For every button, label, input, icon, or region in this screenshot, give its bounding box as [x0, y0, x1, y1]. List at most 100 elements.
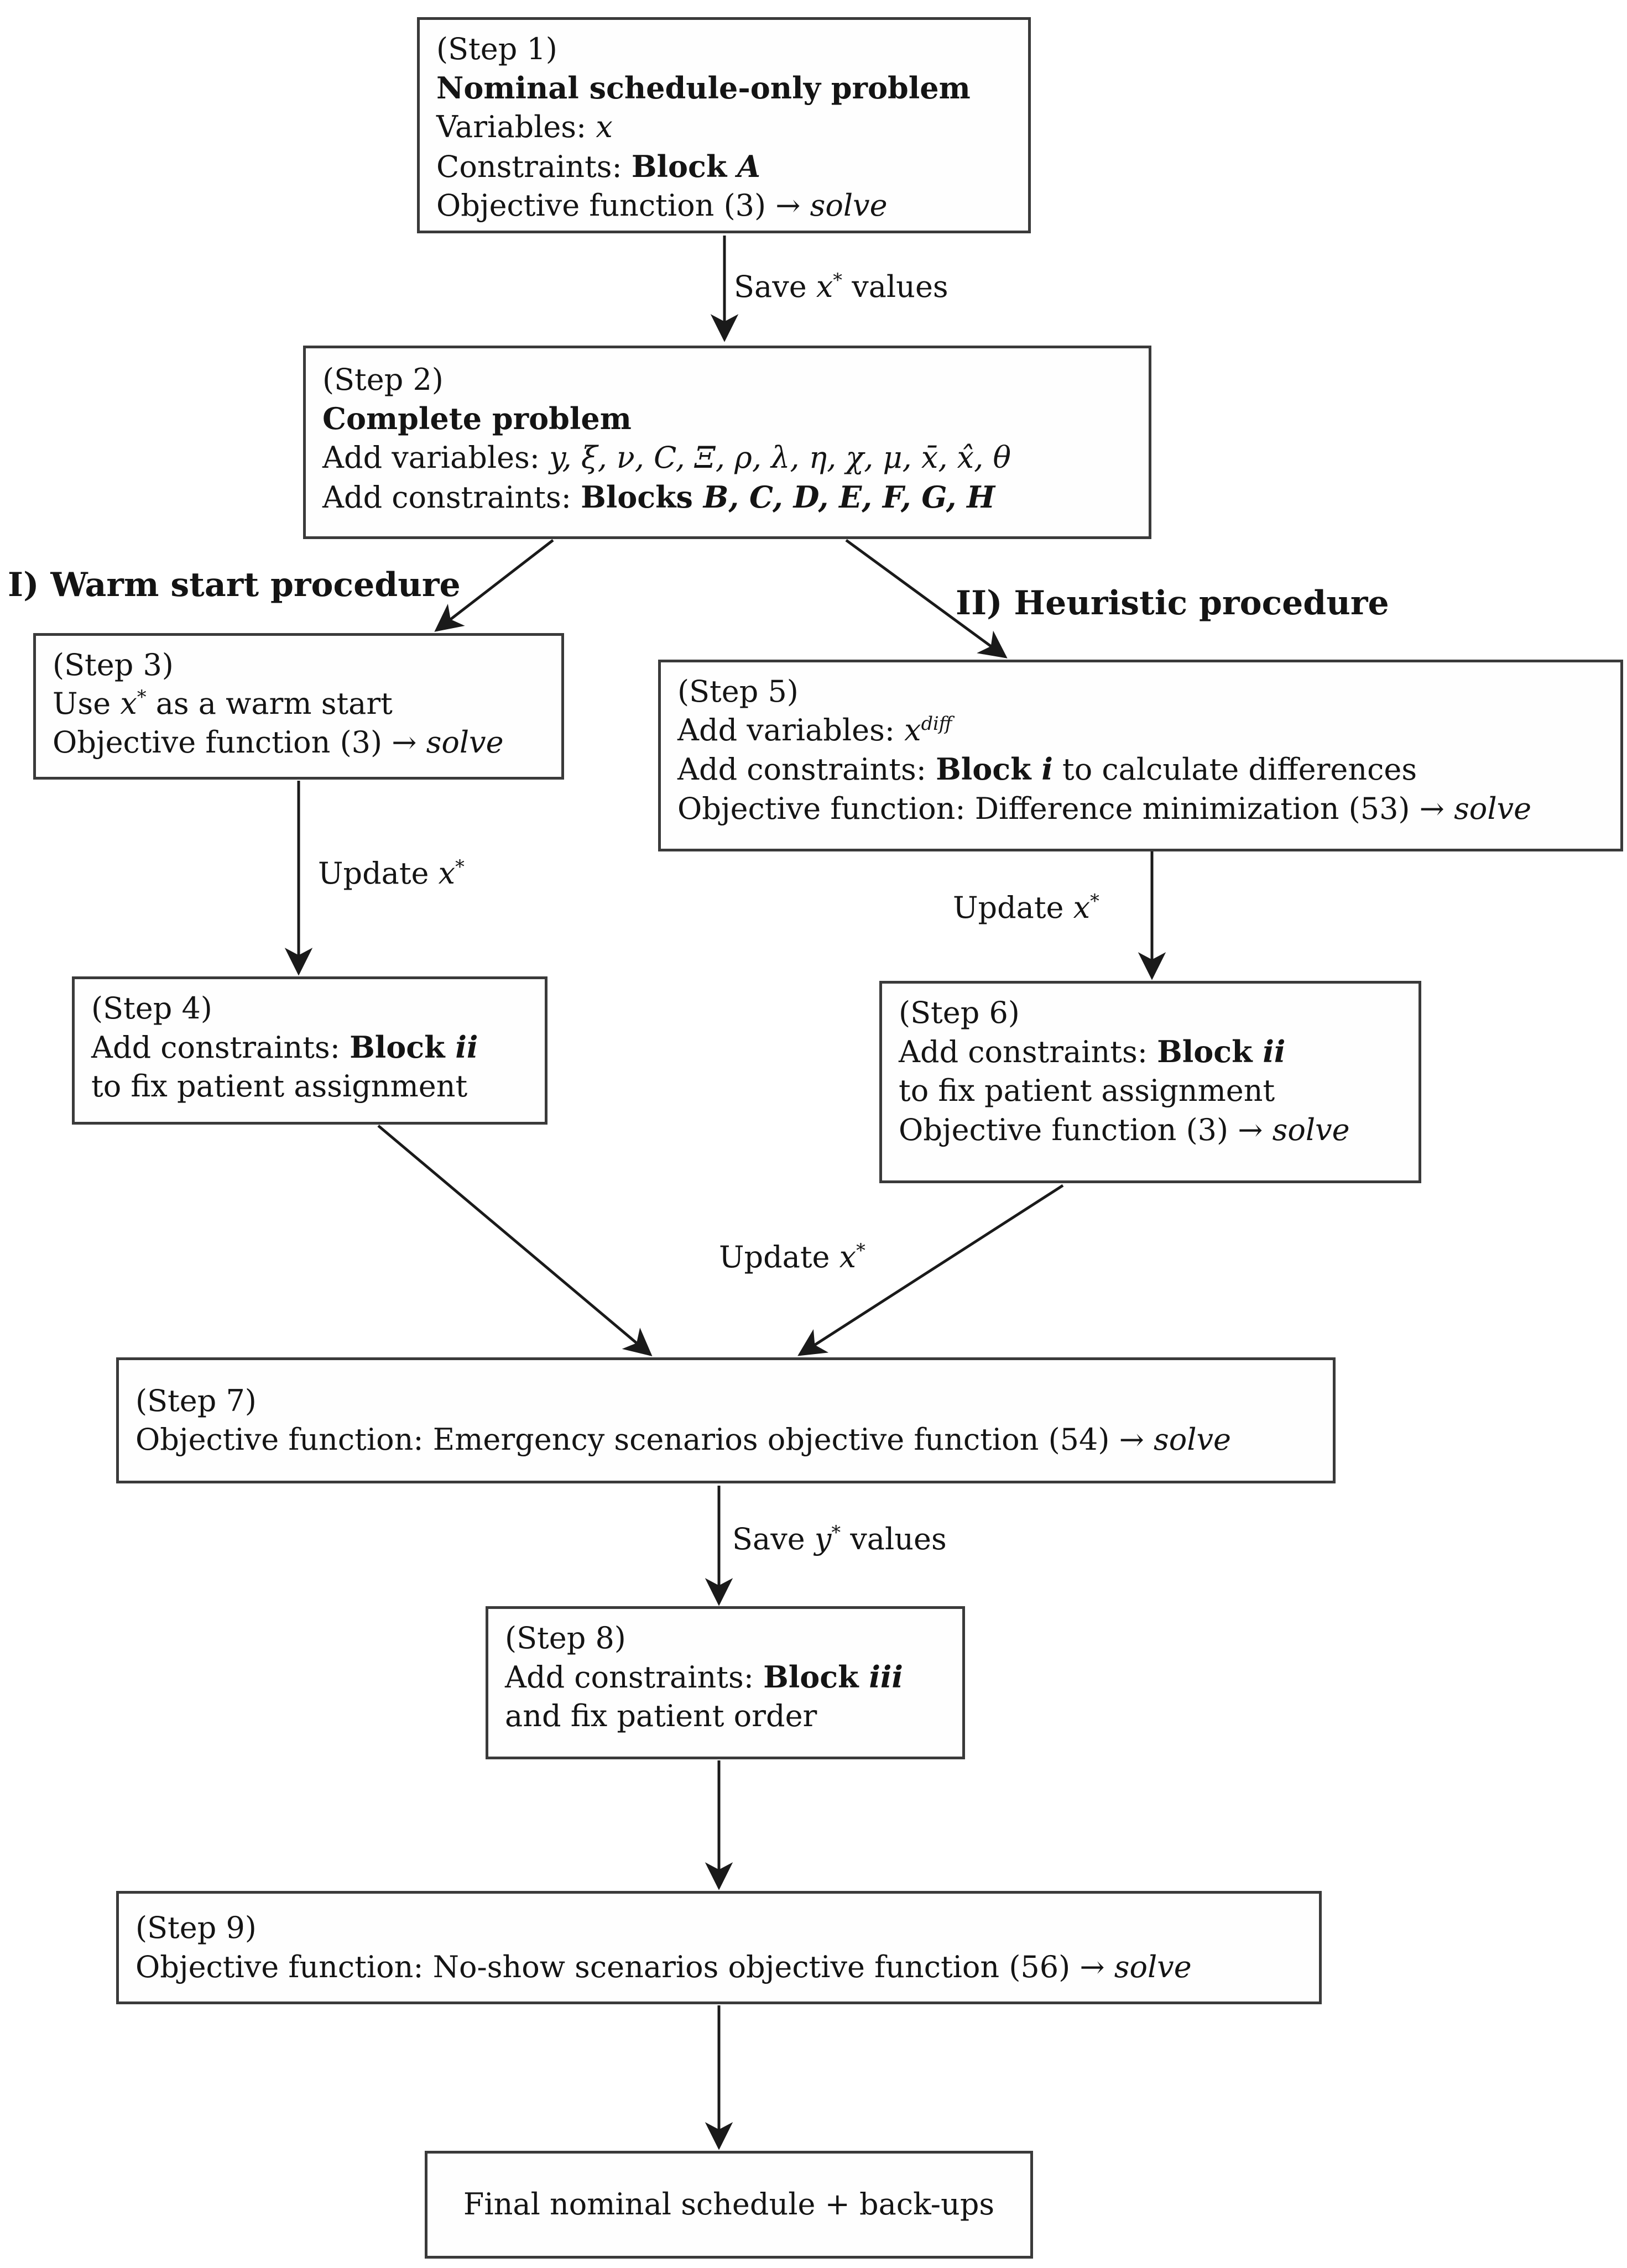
text-segment: solve — [1154, 1422, 1231, 1457]
step9-box: (Step 9) Objective function: No-show sce… — [116, 1891, 1322, 2004]
step8-box: (Step 8) Add constraints: Block iii and … — [486, 1606, 965, 1759]
step1-box: (Step 1) Nominal schedule-only problem V… — [417, 17, 1031, 233]
text-segment: * — [856, 1240, 865, 1261]
text-segment: Objective function: Difference minimizat… — [677, 791, 1454, 826]
step6-constraints: Add constraints: Block ii — [899, 1032, 1402, 1072]
text-segment: solve — [1114, 1949, 1192, 1984]
step3-objective: Objective function (3) → solve — [53, 723, 545, 762]
step1-label: (Step 1) — [436, 30, 1011, 69]
text-segment: Use — [53, 686, 121, 722]
step1-objective: Objective function (3) → solve — [436, 186, 1011, 225]
text-segment: solve — [1272, 1112, 1350, 1147]
step1-title: Nominal schedule-only problem — [436, 69, 1011, 108]
text-segment: Objective function (3) → — [436, 187, 810, 223]
text-segment: solve — [1454, 791, 1532, 826]
step5-box: (Step 5) Add variables: xdiff Add constr… — [658, 660, 1623, 851]
text-segment: Update — [953, 890, 1073, 925]
text-segment: and fix patient order — [505, 1699, 817, 1734]
step3-label: (Step 3) — [53, 646, 545, 684]
text-segment: (Step 1) — [436, 32, 557, 66]
step3-box: (Step 3) Use x* as a warm start Objectiv… — [33, 633, 564, 780]
text-segment: Add constraints: — [899, 1034, 1157, 1070]
text-segment: as a warm start — [146, 686, 393, 722]
text-segment: ii — [1263, 1034, 1286, 1070]
text-segment: Block — [763, 1659, 869, 1695]
step5-label: (Step 5) — [677, 672, 1604, 711]
step8-label: (Step 8) — [505, 1619, 946, 1658]
text-segment: Objective function (3) → — [899, 1112, 1273, 1147]
step6-box: (Step 6) Add constraints: Block ii to fi… — [879, 981, 1421, 1183]
text-segment: x — [904, 713, 921, 748]
text-segment: I) Warm start procedure — [8, 566, 461, 604]
text-segment: ii — [455, 1030, 478, 1065]
arrow-step2-to-step5 — [845, 539, 1008, 659]
step2-box: (Step 2) Complete problem Add variables:… — [303, 346, 1151, 539]
step7-label: (Step 7) — [135, 1382, 1316, 1420]
text-segment: Blocks — [581, 479, 703, 515]
step3-warmstart: Use x* as a warm start — [53, 684, 545, 723]
text-segment: x — [120, 686, 137, 722]
step5-variables: Add variables: xdiff — [677, 711, 1604, 750]
text-segment: * — [1090, 890, 1099, 912]
arrow-step2-to-step3 — [434, 539, 554, 632]
update-x-warm-label: Update x* — [318, 856, 465, 892]
step2-label: (Step 2) — [322, 360, 1132, 399]
text-segment: (Step 3) — [53, 647, 174, 682]
text-segment: Add variables: — [677, 713, 905, 748]
warm-start-heading: I) Warm start procedure — [8, 565, 461, 605]
text-segment: Add constraints: — [322, 479, 581, 515]
step7-objective: Objective function: Emergency scenarios … — [135, 1420, 1316, 1459]
text-segment: x — [816, 269, 833, 304]
step9-objective: Objective function: No-show scenarios ob… — [135, 1948, 1302, 1987]
text-segment: (Step 8) — [505, 1621, 626, 1655]
step6-label: (Step 6) — [899, 994, 1402, 1032]
update-x-merge-label: Update x* — [719, 1240, 865, 1276]
text-segment: values — [841, 1522, 947, 1556]
text-segment: Update — [318, 856, 439, 891]
step9-label: (Step 9) — [135, 1909, 1302, 1947]
text-segment: solve — [810, 187, 888, 223]
text-segment: * — [831, 1522, 841, 1543]
final-text: Final nominal schedule + back-ups — [463, 2185, 994, 2224]
step2-title: Complete problem — [322, 399, 1132, 438]
text-segment: to fix patient assignment — [899, 1073, 1275, 1109]
arrow-step6-to-step7 — [797, 1184, 1064, 1356]
text-segment: Add constraints: — [677, 752, 936, 787]
text-segment: Objective function (3) → — [53, 725, 426, 760]
text-segment: x — [1073, 890, 1091, 925]
save-y-label: Save y* values — [732, 1522, 947, 1558]
text-segment: Block — [936, 751, 1042, 787]
text-segment: (Step 5) — [677, 674, 799, 709]
text-segment: (Step 6) — [899, 995, 1020, 1030]
text-segment: (Step 7) — [135, 1383, 257, 1418]
text-segment: i — [1041, 751, 1053, 787]
update-x-heuristic-label: Update x* — [953, 890, 1099, 926]
text-segment: x — [438, 856, 456, 891]
step6-objective: Objective function (3) → solve — [899, 1111, 1402, 1149]
text-segment: * — [833, 269, 843, 291]
text-segment: (Step 2) — [322, 362, 444, 397]
step4-fix: to fix patient assignment — [91, 1067, 528, 1106]
text-segment: x — [596, 109, 613, 145]
text-segment: II) Heuristic procedure — [956, 584, 1389, 623]
text-segment: Add variables: — [322, 440, 550, 475]
step1-variables: Variables: x — [436, 108, 1011, 147]
text-segment: Update — [719, 1240, 839, 1274]
text-segment: Save — [734, 269, 816, 304]
text-segment: Complete problem — [322, 401, 632, 437]
text-segment: Add constraints: — [505, 1660, 764, 1695]
text-segment: (Step 9) — [135, 1910, 257, 1946]
step4-constraints: Add constraints: Block ii — [91, 1028, 528, 1067]
arrow-step4-to-step7 — [377, 1125, 653, 1356]
text-segment: to calculate differences — [1052, 752, 1417, 787]
text-segment: y — [814, 1522, 832, 1556]
text-segment: Block — [631, 148, 738, 184]
step4-label: (Step 4) — [91, 989, 528, 1028]
text-segment: Nominal schedule-only problem — [436, 70, 971, 106]
step2-variables: Add variables: y, ξ, ν, C, Ξ, ρ, λ, η, χ… — [322, 438, 1132, 477]
text-segment: Objective function: No-show scenarios ob… — [135, 1949, 1114, 1984]
step8-fix: and fix patient order — [505, 1697, 946, 1736]
text-segment: Final nominal schedule + back-ups — [463, 2187, 995, 2222]
text-segment: A — [737, 148, 761, 184]
